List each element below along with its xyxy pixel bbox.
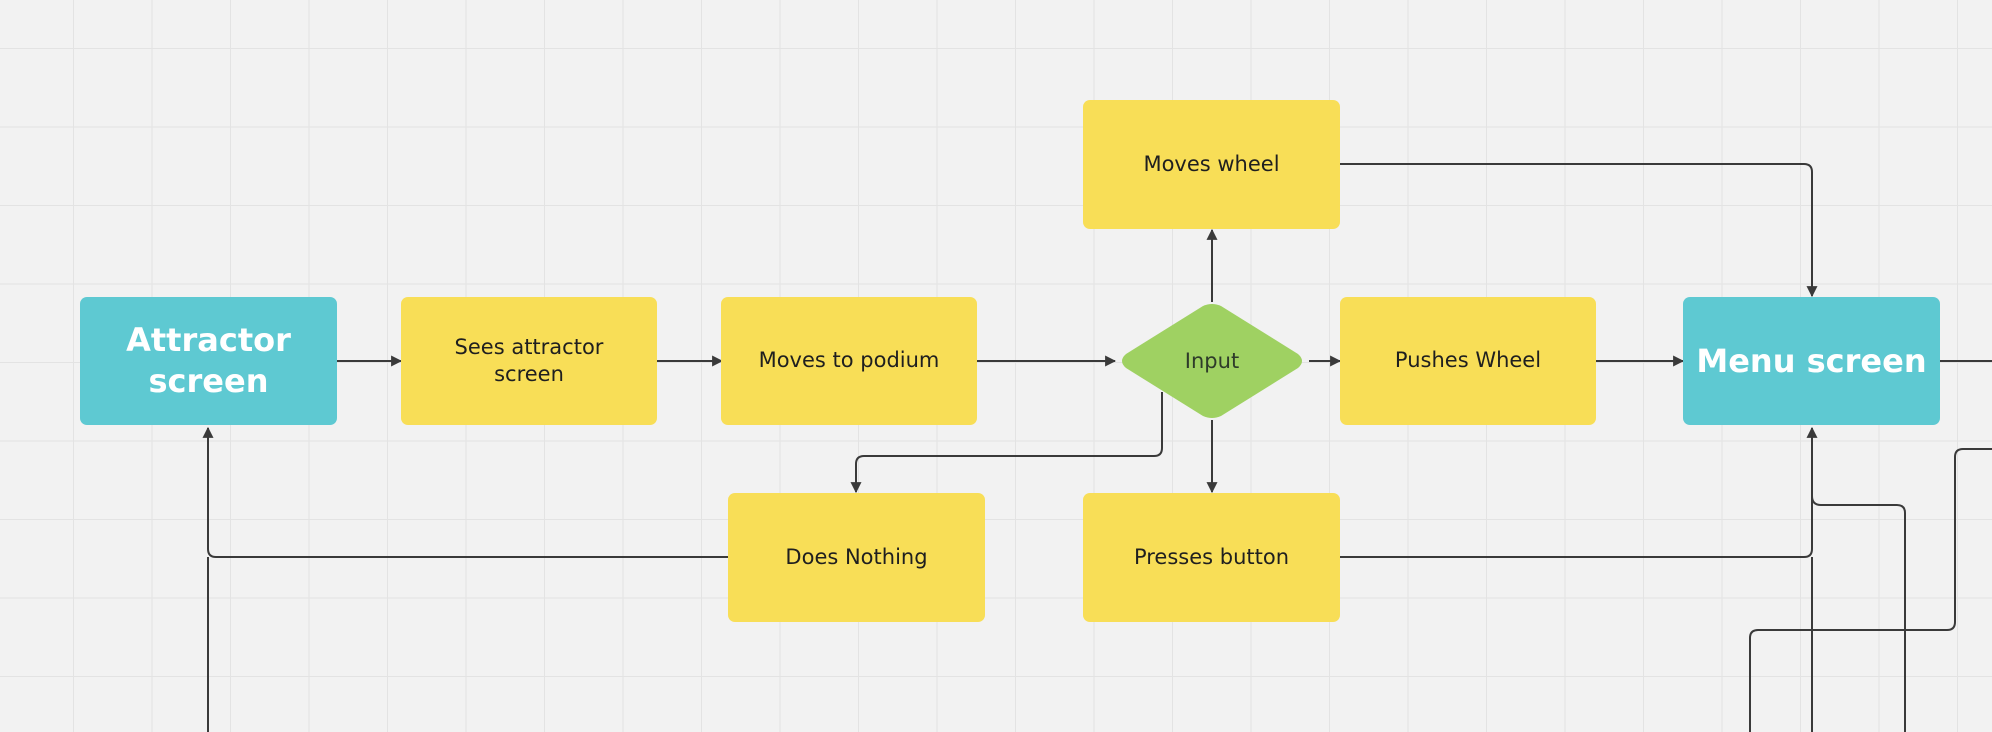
- node-moves-to-podium[interactable]: Moves to podium: [721, 297, 977, 425]
- node-does-nothing-label: Does Nothing: [785, 544, 928, 569]
- decision-input[interactable]: Input: [1118, 302, 1306, 420]
- node-attractor-screen[interactable]: Attractor screen: [80, 297, 337, 425]
- node-pushes-wheel-label: Pushes Wheel: [1394, 348, 1542, 373]
- node-pushes-wheel[interactable]: Pushes Wheel: [1340, 297, 1596, 425]
- node-moves-wheel-label: Moves wheel: [1143, 151, 1280, 176]
- node-does-nothing[interactable]: Does Nothing: [728, 493, 985, 622]
- connector-presses-button-to-menu: [1339, 426, 1818, 558]
- node-presses-button[interactable]: Presses button: [1083, 493, 1340, 622]
- connector-right-loop-b: [1749, 448, 1992, 732]
- decision-input-shape[interactable]: [1118, 302, 1306, 420]
- connector-right-loop-a: [1811, 495, 1906, 732]
- node-moves-to-podium-label: Moves to podium: [758, 348, 940, 373]
- node-moves-wheel[interactable]: Moves wheel: [1083, 100, 1340, 229]
- node-sees-attractor-screen-label: Sees attractor screen: [454, 334, 604, 386]
- node-menu-screen-label: Menu screen: [1696, 341, 1927, 380]
- connector-does-nothing-to-attractor: [202, 426, 728, 558]
- connector-moves-wheel-to-menu: [1339, 163, 1818, 298]
- node-menu-screen[interactable]: Menu screen: [1683, 297, 1940, 425]
- node-attractor-screen-label: Attractor screen: [126, 321, 291, 400]
- node-presses-button-label: Presses button: [1133, 544, 1290, 569]
- decision-input-label: Input: [1184, 349, 1240, 373]
- connector-input-to-does-nothing: [850, 392, 1163, 494]
- node-sees-attractor-screen[interactable]: Sees attractor screen: [401, 297, 657, 425]
